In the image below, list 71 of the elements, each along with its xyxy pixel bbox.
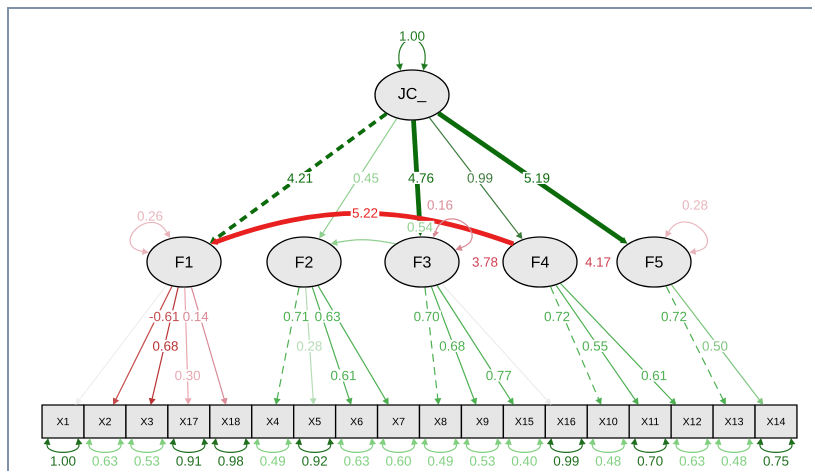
edge-label: 0.61 xyxy=(329,369,358,382)
variable-box: X16 xyxy=(544,404,588,439)
variable-box: X2 xyxy=(83,404,127,439)
variable-box: X8 xyxy=(418,404,462,439)
edge-label: 0.16 xyxy=(426,198,454,212)
edge-label: 1.00 xyxy=(48,454,78,468)
edge-label: 0.77 xyxy=(484,369,514,382)
edge-label: 0.70 xyxy=(636,454,664,468)
edge-label: 4.76 xyxy=(406,172,436,184)
edge-label: 0.53 xyxy=(468,454,497,468)
variance-arrow xyxy=(130,222,170,255)
edge-label: 0.14 xyxy=(181,310,210,323)
edge-label: 0.72 xyxy=(542,310,572,323)
edge-label: 0.60 xyxy=(384,454,413,468)
variable-box: X11 xyxy=(628,404,672,439)
edge-label: 0.49 xyxy=(258,454,287,468)
edge-label: 0.26 xyxy=(136,210,164,222)
variable-box: X18 xyxy=(209,404,252,439)
edge-label: 0.75 xyxy=(762,454,790,468)
variable-box: X3 xyxy=(125,404,169,439)
edge-label: 0.28 xyxy=(680,198,710,212)
edge-label: 0.71 xyxy=(282,310,310,323)
variable-box: X6 xyxy=(334,404,378,439)
edge-label: 0.63 xyxy=(313,310,342,323)
arrow xyxy=(670,284,764,405)
variable-box: X13 xyxy=(712,404,756,439)
edge-label: 0.99 xyxy=(466,172,494,184)
edge-label: 4.21 xyxy=(286,172,314,184)
edge-label: 0.30 xyxy=(173,369,202,382)
edge-label: 0.28 xyxy=(295,340,324,352)
edge-label: 0.70 xyxy=(412,310,441,323)
edge-label: 0.50 xyxy=(700,340,730,352)
edge-label: 0.49 xyxy=(426,454,455,468)
variable-box: X12 xyxy=(670,404,714,439)
variable-box: X10 xyxy=(586,404,630,439)
variable-box: X14 xyxy=(754,404,798,439)
variable-box: X9 xyxy=(460,404,504,439)
edge-label: 0.63 xyxy=(678,454,706,468)
edge-label: 0.99 xyxy=(552,454,581,468)
edge-label: 0.63 xyxy=(90,454,120,468)
variable-box: X5 xyxy=(293,404,336,439)
edge-label: 0.48 xyxy=(594,454,623,468)
arrow xyxy=(441,283,552,405)
arrow xyxy=(76,284,168,405)
edge-label: 0.54 xyxy=(406,220,434,234)
edge-label: 0.68 xyxy=(151,340,180,352)
edge-label: 0.98 xyxy=(216,454,246,468)
edge-label: 1.00 xyxy=(398,30,426,42)
edge-label: 0.45 xyxy=(352,172,380,184)
edge-label: 0.61 xyxy=(640,369,668,382)
edge-label: 0.55 xyxy=(580,340,610,352)
edge-label: 0.40 xyxy=(510,454,539,468)
edge-label: 0.91 xyxy=(174,454,204,468)
edge-label: -0.61 xyxy=(148,310,181,323)
edge-label: 0.92 xyxy=(300,454,329,468)
variance-arrow xyxy=(665,221,708,255)
variable-box: X1 xyxy=(41,404,85,439)
edge-label: 5.22 xyxy=(350,206,380,220)
edge-label: 0.63 xyxy=(342,454,371,468)
variable-box: X17 xyxy=(167,404,210,439)
variable-box: X15 xyxy=(502,404,546,439)
edge-label: 5.19 xyxy=(522,172,552,184)
value-label: 3.78 xyxy=(470,256,500,268)
edge-label: 0.72 xyxy=(660,310,688,323)
edge-label: 0.68 xyxy=(438,340,466,352)
edge-label: 0.53 xyxy=(132,454,162,468)
variable-box: X4 xyxy=(251,404,294,439)
arrow xyxy=(560,283,676,405)
value-label: 4.17 xyxy=(584,256,612,268)
edge-label: 0.48 xyxy=(720,454,748,468)
variable-box: X7 xyxy=(376,404,420,439)
